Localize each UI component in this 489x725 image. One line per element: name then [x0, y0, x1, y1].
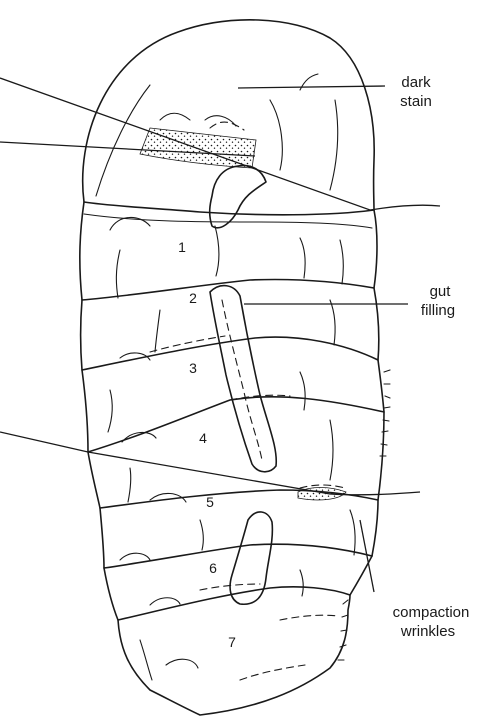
wrinkle-ticks [338, 370, 390, 660]
segment-2-outline [81, 288, 379, 370]
segment-7-outline [118, 595, 350, 715]
segment-number-4: 4 [199, 430, 207, 446]
label-gut-filling-line2: filling [421, 302, 455, 319]
segment-3-outline [82, 360, 384, 452]
label-dark-stain-line2: stain [400, 93, 432, 110]
segment-number-7: 7 [228, 634, 236, 650]
segment-5-outline [100, 500, 378, 568]
label-gut-filling-line1: gut [430, 283, 452, 300]
cross-line-lower [0, 432, 420, 495]
segment-number-1: 1 [178, 239, 186, 255]
segment-number-2: 2 [189, 290, 197, 306]
label-dark-stain-line1: dark [401, 74, 431, 91]
segment-number-3: 3 [189, 360, 197, 376]
segment-number-5: 5 [206, 494, 214, 510]
segment-6-outline [104, 556, 372, 620]
head-dome [83, 20, 375, 215]
label-compaction-line1: compaction [393, 604, 470, 621]
label-compaction-line2: wrinkles [400, 623, 455, 640]
gut-filling-upper [210, 166, 266, 228]
leader-dark-stain [238, 86, 385, 88]
segment-number-6: 6 [209, 560, 217, 576]
gut-filling [210, 286, 276, 472]
